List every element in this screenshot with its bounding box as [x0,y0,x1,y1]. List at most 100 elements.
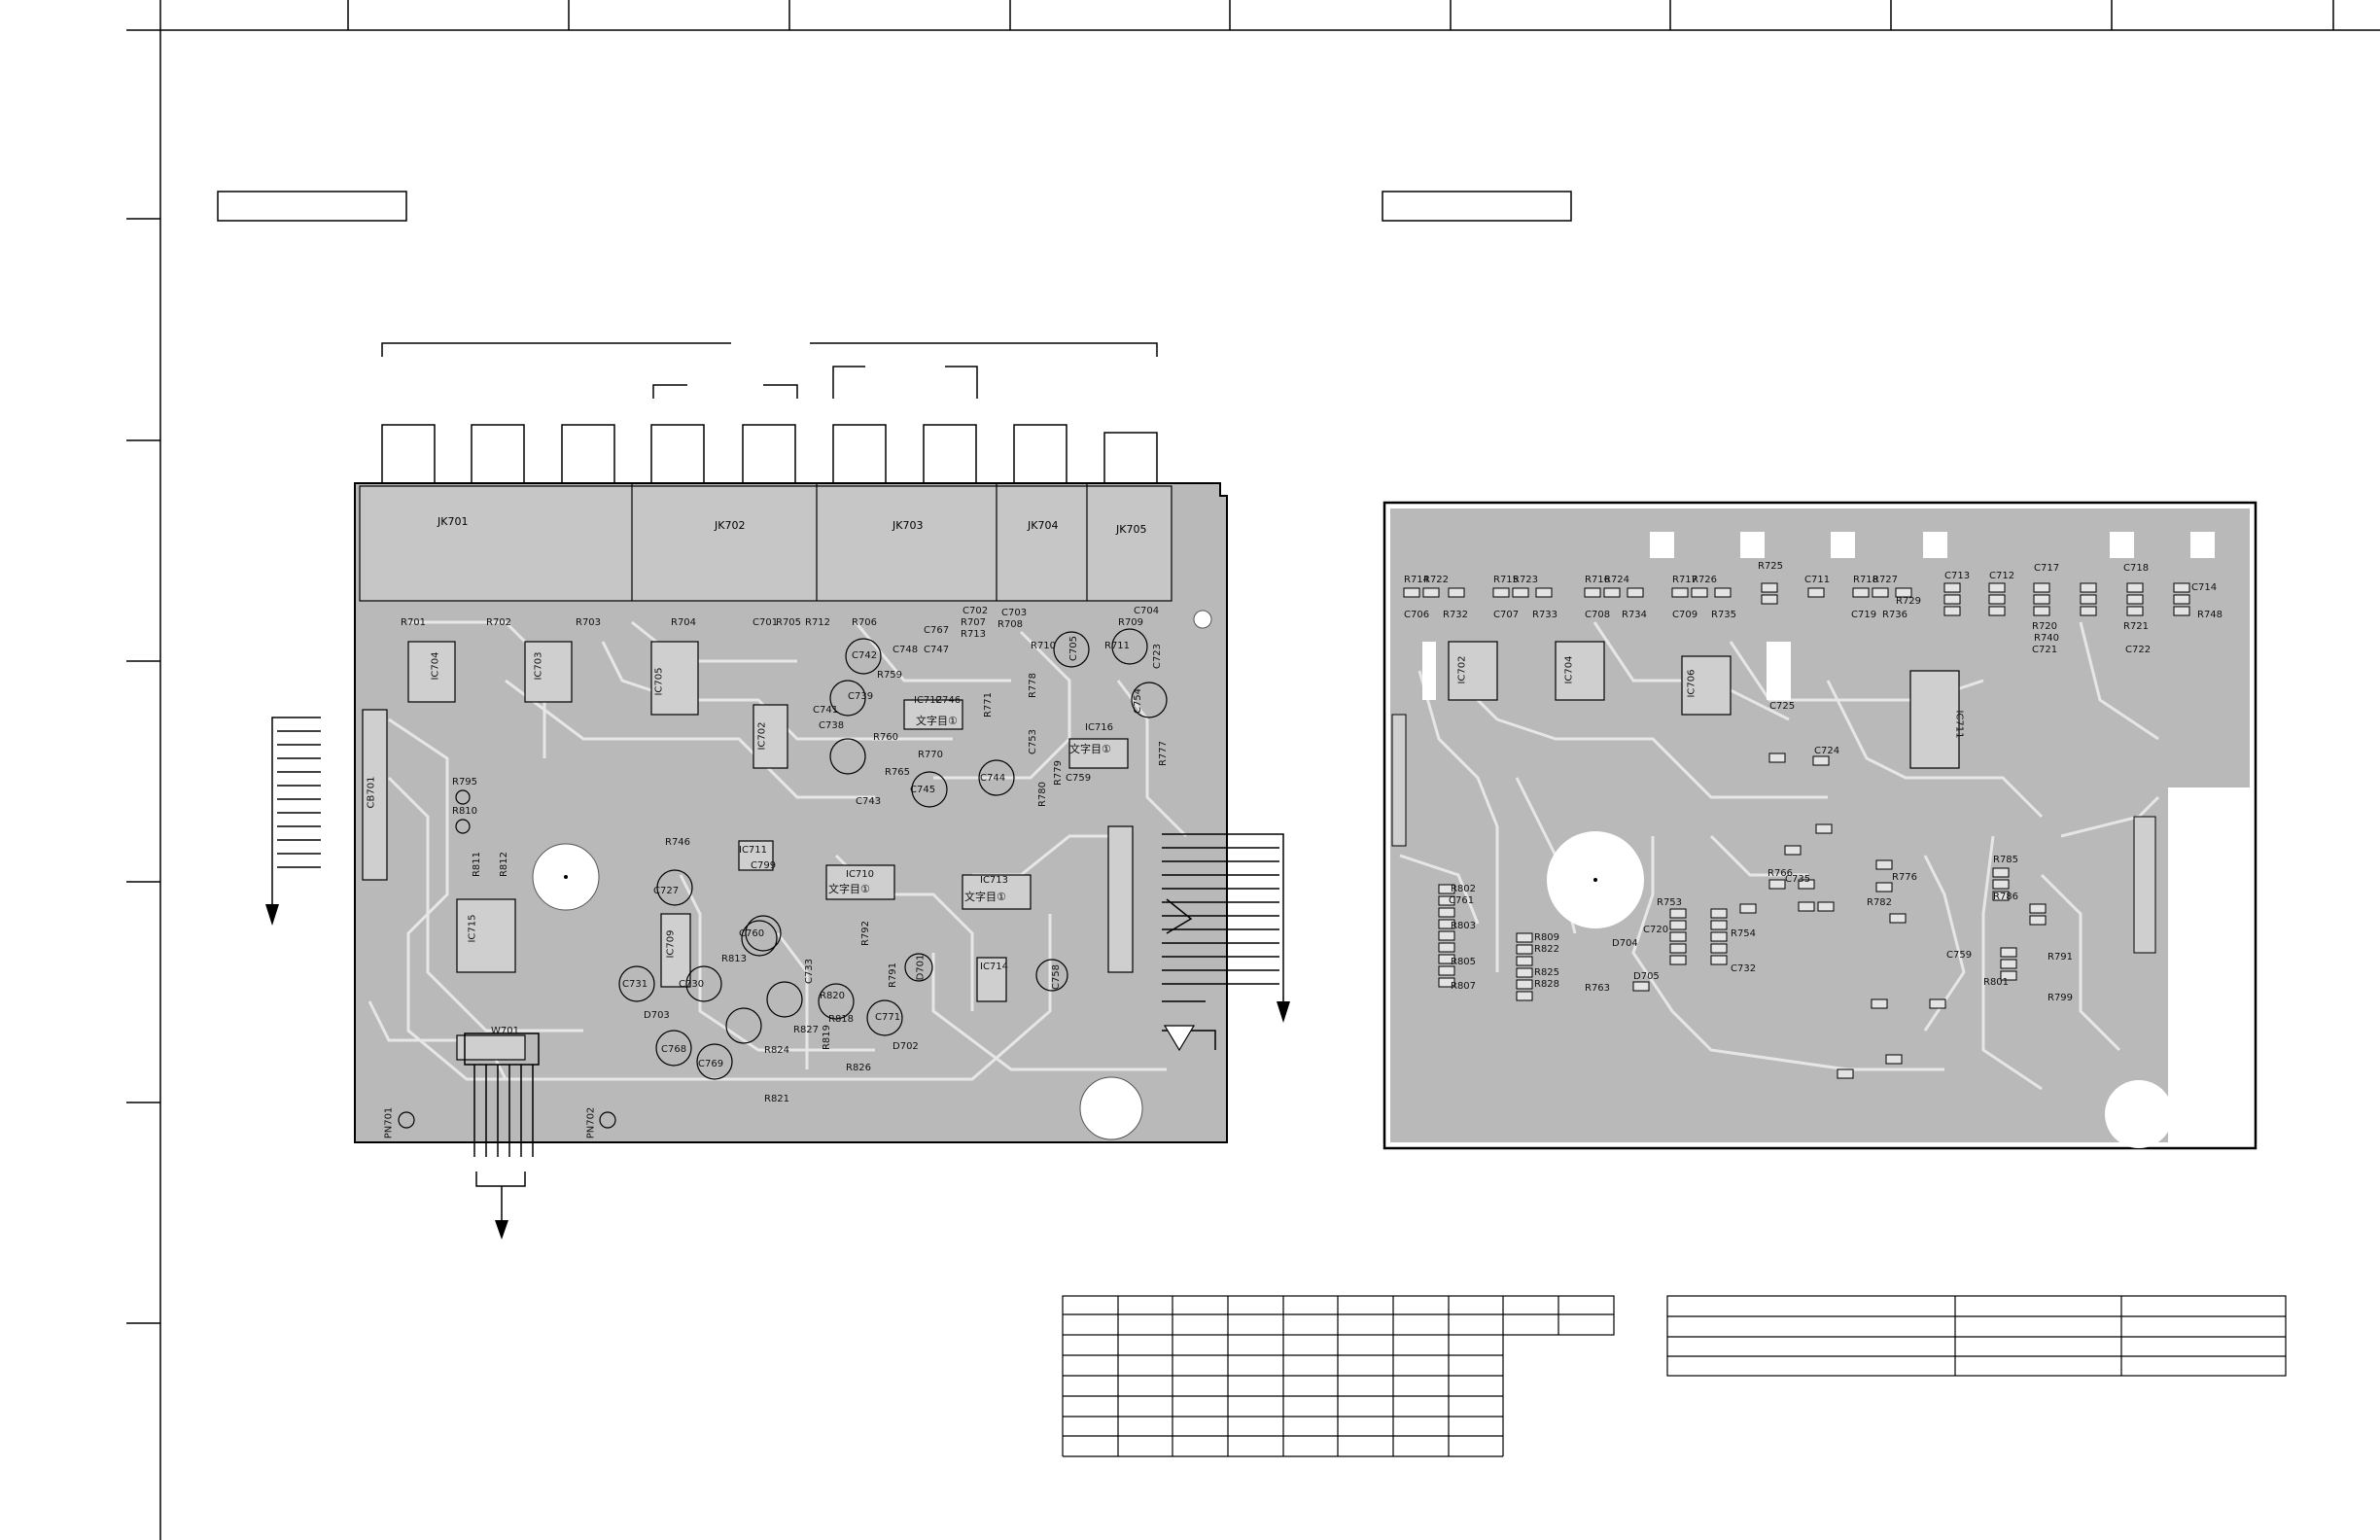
left-resistor-label: R821 [764,1094,790,1104]
left-capacitor-label: C769 [698,1059,724,1069]
left-resistor-label: R713 [961,629,987,640]
left-resistor-label: R710 [1031,641,1057,651]
left-ic-label: IC704 [430,651,441,681]
left-capacitor-label: C723 [1152,643,1164,670]
left-resistor-label: R827 [793,1025,820,1035]
left-bottom-table [1062,1295,1615,1457]
left-capacitor-label: C739 [848,691,874,702]
left-part-label: D701 [915,954,927,981]
left-capacitor-label: C742 [852,650,878,661]
left-capacitor-label: C745 [910,785,936,795]
left-capacitor-label: C703 [1001,608,1028,618]
left-ic-label: IC711 [739,845,768,856]
left-capacitor-label: C767 [924,625,950,636]
left-resistor-label: R791 [888,962,899,989]
pcb-orientation-triangle [1163,1025,1196,1052]
left-resistor-label: R779 [1053,759,1065,787]
right-ic-packages [1448,641,1960,769]
right-bottom-table [1666,1295,2287,1377]
left-capacitor-label: C727 [653,886,680,896]
left-ic-marking: 文字目① [1069,743,1111,755]
left-title-box [217,191,407,222]
right-capacitor-label: C759 [1946,950,1973,961]
left-ic-marking: 文字目① [964,891,1006,903]
right-part-label: D704 [1612,938,1638,949]
right-resistor-label: R822 [1534,944,1560,955]
left-capacitor-label: C748 [892,645,919,655]
right-wire-bundle [1162,833,1284,1050]
left-resistor-label: R760 [873,732,899,743]
left-resistor-label: R819 [822,1024,833,1051]
left-resistor-label: R709 [1118,617,1144,628]
jack-label-jk701: JK701 [438,515,469,528]
right-resistor-label: R754 [1731,928,1757,939]
left-resistor-label: R820 [820,991,846,1001]
left-capacitor-label: C746 [935,695,962,706]
right-capacitor-label: C718 [2123,563,2150,574]
left-capacitor-label: C743 [856,796,882,807]
left-capacitor-label: C705 [1068,635,1080,662]
left-resistor-label: R780 [1037,781,1049,808]
right-white-pads [1422,532,2215,700]
left-part-label: D703 [644,1010,670,1021]
right-capacitor-label: C722 [2125,645,2152,655]
right-resistor-label: R809 [1534,932,1560,943]
left-resistor-label: R759 [877,670,903,681]
right-resistor-label: R714 [1404,575,1430,585]
left-capacitor-label: C738 [819,720,845,731]
jack-label-jk704: JK704 [1028,519,1059,532]
right-capacitor-label: C721 [2032,645,2058,655]
right-resistor-label: R801 [1983,977,2010,988]
left-resistor-label: R812 [499,851,510,878]
left-capacitor-label: C759 [1066,773,1092,784]
right-capacitor-label: C725 [1769,701,1796,712]
right-capacitor-label: C711 [1804,575,1831,585]
right-resistor-label: R729 [1896,596,1922,607]
right-capacitor-label: C719 [1851,610,1877,620]
left-capacitor-label: C733 [804,958,816,985]
right-resistor-label: R734 [1622,610,1648,620]
left-capacitor-label: C771 [875,1012,901,1023]
sheet-border [126,0,2380,1540]
left-resistor-label: R701 [401,617,427,628]
left-electrolytic-caps [618,628,1168,1080]
left-resistor-label: R824 [764,1045,790,1056]
left-ic-label: IC716 [1085,722,1114,733]
left-capacitor-label: C744 [980,773,1006,784]
left-resistor-label: R705 [776,617,802,628]
left-capacitor-label: C758 [1051,963,1063,991]
right-capacitor-label: C709 [1672,610,1698,620]
right-capacitor-label: C713 [1944,571,1971,581]
right-resistor-label: R782 [1867,897,1893,908]
right-resistor-label: R785 [1993,855,2019,865]
left-ic-label: IC712 [914,695,943,706]
right-resistor-label: R753 [1657,897,1683,908]
left-ic-label: IC715 [467,914,478,943]
left-part-label: PN701 [383,1106,395,1139]
left-rca-jacks [381,424,1158,484]
left-down-arrow [265,904,279,926]
left-resistor-label: R818 [828,1014,855,1025]
right-capacitor-label: C724 [1814,746,1840,756]
right-resistor-label: R724 [1604,575,1630,585]
left-ic-packages [407,641,1129,1061]
left-capacitor-label: C747 [924,645,950,655]
left-resistor-label: R765 [885,767,911,778]
left-capacitor-label: C754 [1133,687,1144,715]
left-part-label: D702 [892,1041,919,1052]
left-part-label: PN702 [585,1106,597,1139]
bottom-down-arrow [495,1220,508,1240]
right-resistor-label: R791 [2048,952,2074,962]
left-capacitor-label: C741 [813,705,839,716]
jack-label-jk702: JK702 [715,519,746,532]
right-down-arrow [1277,1001,1290,1023]
right-title-box [1382,191,1572,222]
right-resistor-label: R807 [1451,981,1477,992]
left-ic-label: IC714 [980,962,1009,972]
right-resistor-label: R763 [1585,983,1611,994]
right-resistor-label: R740 [2034,633,2060,644]
right-resistor-label: R748 [2197,610,2223,620]
right-resistor-label: R736 [1882,610,1908,620]
right-capacitor-label: C761 [1449,895,1475,906]
bottom-wire-bundle [464,1032,540,1227]
